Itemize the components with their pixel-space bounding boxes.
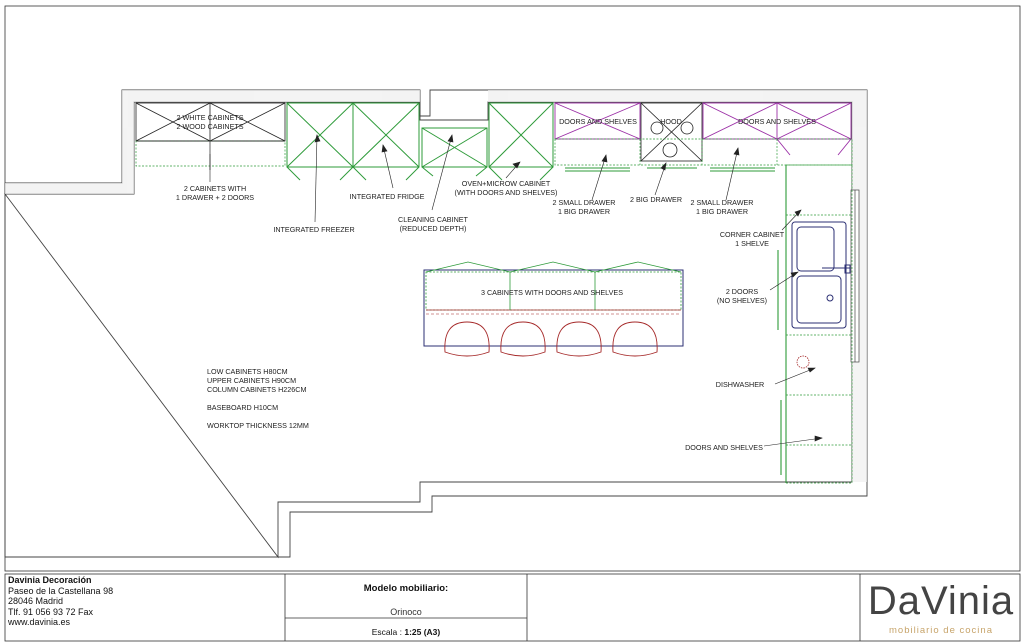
phone: Tlf. 91 056 93 72 Fax [8,606,94,617]
base-cabinets-left [135,140,286,167]
website: www.davinia.es [8,617,71,628]
note-baseboard: BASEBOARD H10CM [207,403,278,412]
label-wood-cabinets: 2 WOOD CABINETS [176,122,243,131]
base-run-top [554,138,853,166]
sink [791,221,851,329]
note-worktop: WORKTOP THICKNESS 12MM [207,421,309,430]
davinia-logo: DaVinia mobiliario de cocina [862,575,1020,639]
label-fridge: INTEGRATED FRIDGE [350,192,425,201]
title-block-grid [4,573,1021,642]
label-shelve: 1 SHELVE [735,239,769,248]
address-line-1: Paseo de la Castellana 98 [8,585,114,596]
note-column-cabinets: COLUMN CABINETS H226CM [207,385,306,394]
walls [4,89,868,559]
white-wood-cabinets [135,102,286,142]
scale-value: 1:25 (A3) [404,627,441,637]
label-drawer-doors: 1 DRAWER + 2 DOORS [176,193,254,202]
hood [640,102,703,162]
scale-label: Escala : [371,627,405,637]
label-two-cabinets: 2 CABINETS WITH [184,184,246,193]
label-cleaning: CLEANING CABINET [398,215,469,224]
logo-tagline: mobiliario de cocina [889,625,993,636]
logo-word: DaVinia [867,579,1015,623]
scale: Escala : 1:25 (A3) [286,627,526,637]
fridge-column [352,102,420,181]
upper-cabinets-right [554,102,852,156]
title-block: Davinia Decoración Paseo de la Castellan… [0,573,1024,643]
label-big-drawer-b: 1 BIG DRAWER [696,207,748,216]
cleaning-cabinet [421,127,488,177]
address-line-2: 28046 Madrid [8,596,64,607]
label-no-shelves: (NO SHELVES) [717,296,767,305]
company-info: Davinia Decoración Paseo de la Castellan… [8,575,113,628]
label-freezer: INTEGRATED FREEZER [273,225,354,234]
label-doors-shelves-bottom: DOORS AND SHELVES [685,443,763,452]
label-doors-shelves-left: DOORS AND SHELVES [559,117,637,126]
label-corner-cabinet: CORNER CABINET [720,230,785,239]
label-big-drawer-a: 1 BIG DRAWER [558,207,610,216]
stools [444,321,658,357]
label-big-drawer: 2 BIG DRAWER [630,195,682,204]
kitchen-floor-plan: 2 WHITE CABINETS 2 WOOD CABINETS 2 CABIN… [4,5,1021,572]
label-island: 3 CABINETS WITH DOORS AND SHELVES [481,288,623,297]
island [423,261,684,347]
label-small-drawer-a: 2 SMALL DRAWER [553,198,616,207]
model-name: Orinoco [390,607,422,617]
freezer-column [286,102,354,181]
model-label: Modelo mobiliario: [363,583,449,594]
label-small-drawer-b: 2 SMALL DRAWER [691,198,754,207]
label-doors-shelves-right: DOORS AND SHELVES [738,117,816,126]
dishwasher-symbol [796,355,810,369]
company-name: Davinia Decoración [8,575,92,585]
right-run-edge [777,165,787,483]
window [850,189,860,363]
oven-cabinet [488,102,554,181]
label-two-doors: 2 DOORS [726,287,759,296]
label-dishwasher: DISHWASHER [716,380,764,389]
label-oven: OVEN+MICROW CABINET [462,179,551,188]
label-oven-doors: (WITH DOORS AND SHELVES) [455,188,558,197]
note-low-cabinets: LOW CABINETS H80CM [207,367,288,376]
label-hood: HOOD [660,117,682,126]
dimension-notes: LOW CABINETS H80CM UPPER CABINETS H90CM … [207,367,309,430]
label-reduced-depth: (REDUCED DEPTH) [400,224,467,233]
cabinet-labels: 2 WHITE CABINETS 2 WOOD CABINETS 2 CABIN… [176,113,816,452]
base-run-top-lines [565,167,775,172]
note-upper-cabinets: UPPER CABINETS H90CM [207,376,296,385]
leader-lines [209,134,823,447]
label-white-cabinets: 2 WHITE CABINETS [176,113,243,122]
